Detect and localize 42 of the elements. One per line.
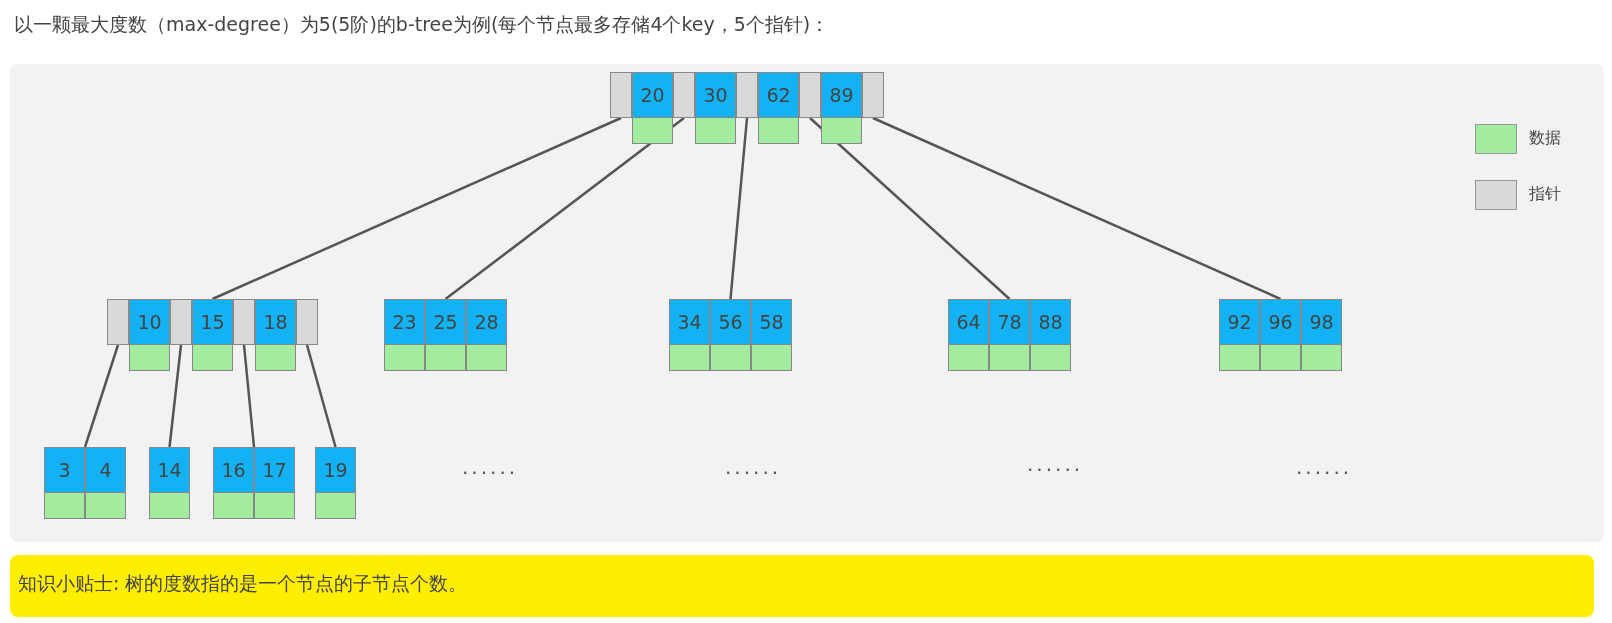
key-cell: 96 [1260,299,1301,345]
key-cell: 15 [192,299,233,345]
key-cell: 23 [384,299,425,345]
key-cell: 25 [425,299,466,345]
key-cell: 98 [1301,299,1342,345]
connector-line [444,117,685,300]
key-cell: 89 [821,72,862,118]
key-cell: 28 [466,299,507,345]
legend-label: 指针 [1529,184,1561,205]
key-cell: 56 [710,299,751,345]
key-cell: 14 [149,447,190,493]
key-cell: 88 [1030,299,1071,345]
key-cell: 3 [44,447,85,493]
connector-line [809,117,1011,300]
ellipsis-text: ...... [725,455,782,479]
key-cell: 64 [948,299,989,345]
key-cell: 78 [989,299,1030,345]
legend-label: 数据 [1529,128,1561,149]
connector-line [872,116,1281,301]
key-cell: 19 [315,447,356,493]
key-cell: 62 [758,72,799,118]
connector-line [305,344,337,448]
ellipsis-text: ...... [1296,455,1353,479]
key-cell: 18 [255,299,296,345]
ellipsis-text: ...... [462,455,519,479]
key-cell: 20 [632,72,673,118]
key-cell: 10 [129,299,170,345]
key-cell: 92 [1219,299,1260,345]
connector-line [212,116,622,301]
key-cell: 17 [254,447,295,493]
key-cell: 58 [751,299,792,345]
key-cell: 30 [695,72,736,118]
key-cell: 34 [669,299,710,345]
key-cell: 16 [213,447,254,493]
key-cell: 4 [85,447,126,493]
connector-line [242,344,256,448]
ellipsis-text: ...... [1027,452,1084,476]
connector-line [83,344,120,448]
tip-note: 知识小贴士: 树的度数指的是一个节点的子节点个数。 [10,555,1594,617]
title: 以一颗最大度数（max-degree）为5(5阶)的b-tree为例(每个节点最多存储4个key，5个指针)： [14,12,830,37]
connector-line [729,117,749,300]
connector-line [168,344,183,448]
